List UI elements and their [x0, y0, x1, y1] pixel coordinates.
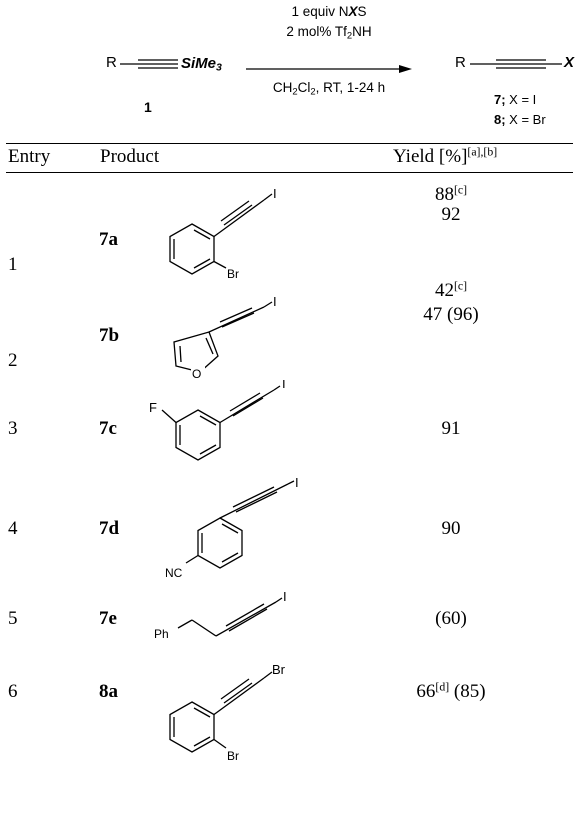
entry-cell: 1 [8, 254, 18, 275]
yield-line-1: (60) [435, 608, 467, 629]
yield-value: 88 [434, 184, 454, 205]
yield-value: 66 [416, 681, 436, 702]
reactant-r: R [106, 54, 117, 71]
yield-line-1: 91 [441, 418, 461, 439]
yield-line-2: 47 (96) [423, 304, 479, 325]
yield-tail: (85) [449, 681, 486, 702]
entry-cell: 3 [8, 418, 18, 439]
condition-line-3: CH2Cl2, RT, 1-24 h [246, 80, 412, 98]
product-r: R [455, 54, 466, 71]
table-top-rule [6, 143, 573, 144]
entry-cell: 6 [8, 681, 18, 702]
atom-i: I [273, 294, 277, 309]
cond1-c: S [357, 4, 367, 19]
condition-line-1: 1 equiv NXS [246, 4, 412, 19]
product-x: X [564, 54, 575, 71]
atom-i: I [282, 380, 286, 391]
header-yield-notes: [a],[b] [467, 145, 498, 159]
atom-br-top: Br [272, 662, 286, 677]
entry-cell: 5 [8, 608, 18, 629]
condition-line-2: 2 mol% Tf2NH [246, 24, 412, 42]
yield-line-1: 90 [441, 518, 461, 539]
structure-7c: F I [149, 380, 286, 461]
reaction-arrow [246, 65, 412, 73]
atom-i: I [283, 589, 287, 604]
structure-7a: I Br [169, 186, 277, 281]
yield-line-1: 66[d] (85) [381, 681, 521, 703]
header-entry: Entry [8, 146, 51, 167]
reactant-triple-bond [120, 59, 178, 69]
product-label-7-num: 7; [494, 92, 506, 107]
atom-f: F [149, 400, 157, 415]
structure-7e: Ph I [154, 589, 287, 641]
yield-note: [c] [453, 183, 468, 197]
entry-cell: 4 [8, 518, 18, 539]
cond3-sub1: 2 [292, 86, 298, 98]
table-header-rule [6, 172, 573, 173]
product-label-8-text: X = Br [505, 112, 546, 127]
compound-code: 7c [99, 418, 117, 439]
cond3-b: Cl [297, 80, 311, 95]
cond2-sub: 2 [346, 30, 353, 42]
cond3-sub2: 2 [310, 86, 316, 98]
compound-code: 8a [99, 681, 118, 702]
reaction-scheme: R SiMe3 1 1 equiv NXS 2 mol% Tf2NH CH2Cl… [0, 0, 579, 140]
structure-7b: I O [173, 294, 277, 380]
cond1-b: X [348, 4, 358, 19]
header-yield-text: Yield [%] [393, 146, 468, 167]
cond2-b: NH [352, 24, 372, 39]
cond3-c: , RT, 1-24 h [315, 80, 386, 95]
product-label-7-text: X = I [505, 92, 537, 107]
reactant-group: SiMe3 [181, 55, 222, 74]
product-triple-bond [470, 59, 562, 69]
atom-br-bottom: Br [227, 749, 239, 763]
compound-code: 7a [99, 229, 118, 250]
compound-code: 7e [99, 608, 117, 629]
structure-7d: I NC [165, 478, 299, 580]
atom-i: I [295, 478, 299, 490]
atom-ph: Ph [154, 627, 169, 641]
entry-cell: 2 [8, 350, 18, 371]
atom-br: Br [227, 267, 239, 281]
yield-note: [c] [453, 279, 468, 293]
reactant-number: 1 [144, 99, 152, 115]
yield-line-1: 42[c] [381, 280, 521, 302]
product-label-8: 8; X = Br [494, 112, 546, 127]
compound-code: 7d [99, 518, 120, 539]
yield-value: 42 [434, 280, 454, 301]
atom-nc: NC [165, 566, 183, 580]
reactant-group-text: SiMe [181, 55, 217, 72]
cond2-a: 2 mol% Tf [286, 24, 347, 39]
product-label-8-num: 8; [494, 112, 506, 127]
cond3-a: CH [272, 80, 293, 95]
product-label-7: 7; X = I [494, 92, 536, 107]
cond1-a: 1 equiv N [291, 4, 349, 19]
structure-8a: Br Br [169, 662, 286, 763]
yield-line-2: 92 [441, 204, 461, 225]
reactant-group-sub: 3 [216, 61, 222, 74]
header-yield: Yield [%][a],[b] [393, 146, 497, 168]
atom-o: O [192, 367, 201, 380]
atom-i: I [273, 186, 277, 201]
compound-code: 7b [99, 325, 120, 346]
scheme-drawing [120, 59, 562, 73]
yield-line-1: 88[c] [381, 184, 521, 206]
header-product: Product [100, 146, 160, 167]
yield-note: [d] [435, 680, 450, 694]
